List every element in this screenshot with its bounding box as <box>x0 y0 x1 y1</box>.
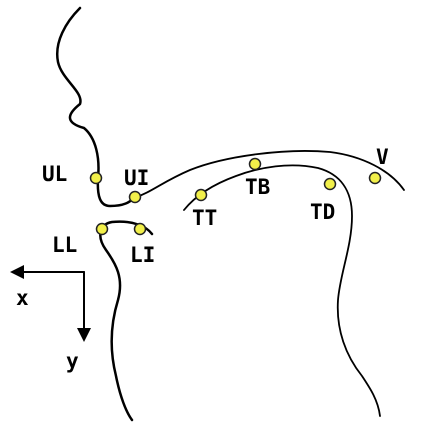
tongue-contour <box>184 165 380 416</box>
marker-li <box>135 224 146 235</box>
x-axis-arrowhead <box>10 265 24 279</box>
label-ll: LL <box>52 233 77 257</box>
marker-ul <box>91 173 102 184</box>
marker-tt <box>196 190 207 201</box>
label-ul: UL <box>42 162 67 186</box>
label-ui: UI <box>124 166 149 190</box>
marker-v <box>370 173 381 184</box>
marker-td <box>325 179 336 190</box>
marker-tb <box>250 159 261 170</box>
label-tt: TT <box>192 206 217 230</box>
x-axis-label: x <box>16 286 29 310</box>
marker-ll <box>97 224 108 235</box>
label-td: TD <box>310 200 335 224</box>
y-axis-label: y <box>66 349 79 373</box>
y-axis-arrowhead <box>77 328 91 342</box>
label-li: LI <box>130 243 155 267</box>
label-tb: TB <box>245 175 270 199</box>
marker-ui <box>130 192 141 203</box>
label-v: V <box>376 145 389 169</box>
